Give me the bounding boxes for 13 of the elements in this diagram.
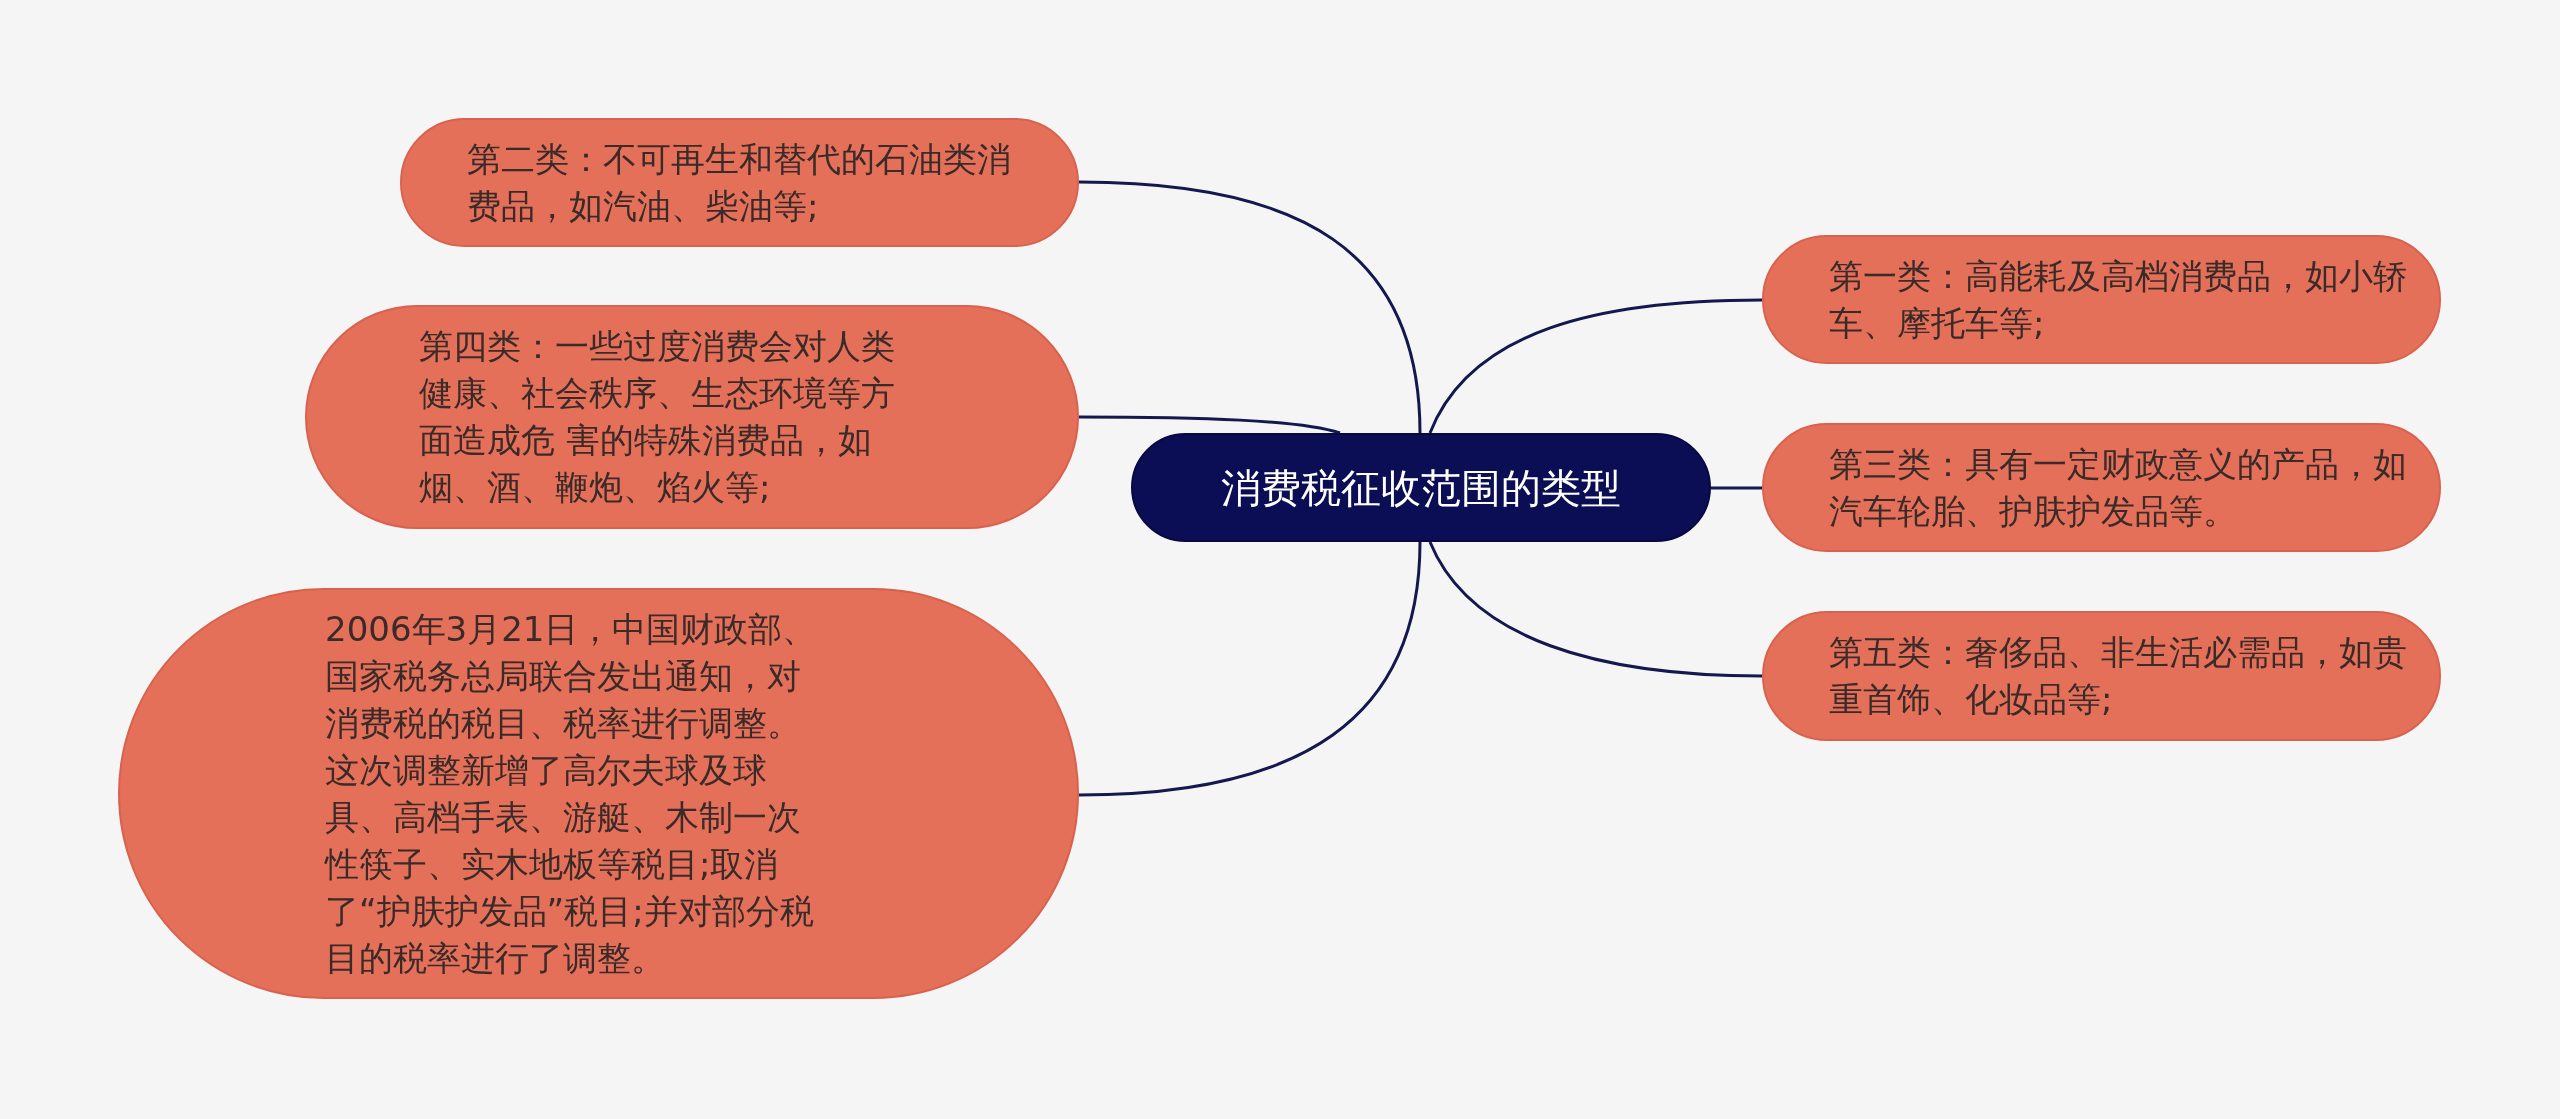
topic-text: 第五类：奢侈品、非生活必需品，如贵重首饰、化妆品等;: [1829, 631, 2408, 721]
topic-title: 消费税征收范围的类型: [1221, 463, 1621, 513]
connector-line: [1711, 486, 1762, 490]
connector-line: [1428, 541, 1763, 678]
topic-text: 第一类：高能耗及高档消费品，如小轿车、摩托车等;: [1829, 254, 2408, 345]
connector-line: [1079, 415, 1341, 435]
connector-line: [1078, 180, 1422, 434]
topic-text: 第四类：一些过度消费会对人类健康、社会秩序、生态环境等方面造成危 害的特殊消费品，如烟、酒、鞭炮、焰火等;: [419, 325, 896, 509]
topic-text: 第三类：具有一定财政意义的产品，如汽车轮胎、护肤护发品等。: [1829, 442, 2408, 533]
topic-text: 第二类：不可再生和替代的石油类消费品，如汽油、柴油等;: [467, 137, 1012, 228]
topic-text: 2006年3月21日，中国财政部、国家税务总局联合发出通知，对消费税的税目、税率进行调整。这次调整新增了高尔夫球及球具、高档手表、游艇、木制一次性筷子、实木地板等税目;取消了“护肤护发品”税目;并对部分税目的税率进行了调整。: [325, 607, 818, 980]
connector-line: [1078, 541, 1422, 797]
connector-line: [1428, 298, 1763, 434]
